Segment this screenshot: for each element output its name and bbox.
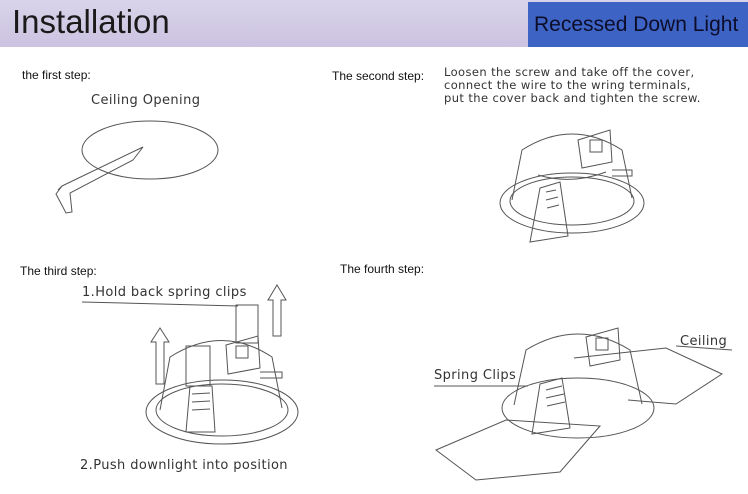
step-3-label: The third step:: [20, 264, 97, 278]
instruction-line: connect the wire to the wring terminals,: [444, 78, 691, 92]
product-tag: Recessed Down Light: [528, 2, 748, 47]
downlight-step3-drawing: [81, 284, 299, 445]
step-2-instructions: Loosen the screw and take off the cover,…: [444, 66, 701, 105]
ceiling-opening-caption: Ceiling Opening: [91, 93, 201, 108]
downlight-step2-drawing: [499, 129, 645, 243]
ceiling-caption: Ceiling: [680, 334, 728, 349]
step-2-label: The second step:: [332, 69, 425, 83]
push-downlight-caption: 2.Push downlight into position: [80, 458, 288, 473]
header-band: Installation Recessed Down Light: [0, 0, 748, 47]
step-1-label: the first step:: [22, 68, 91, 82]
hold-clips-caption: 1.Hold back spring clips: [82, 285, 247, 300]
ceiling-opening-drawing: [55, 120, 219, 214]
downlight-step4-drawing: [434, 327, 733, 481]
step-4-label: The fourth step:: [340, 262, 425, 276]
page-title: Installation: [12, 3, 170, 40]
push-arrow-icon: [150, 327, 170, 385]
lift-arrow-icon: [267, 284, 287, 337]
instruction-line: put the cover back and tighten the screw…: [444, 91, 701, 105]
spring-clips-caption: Spring Clips: [434, 368, 517, 383]
instruction-line: Loosen the screw and take off the cover,: [444, 65, 695, 79]
